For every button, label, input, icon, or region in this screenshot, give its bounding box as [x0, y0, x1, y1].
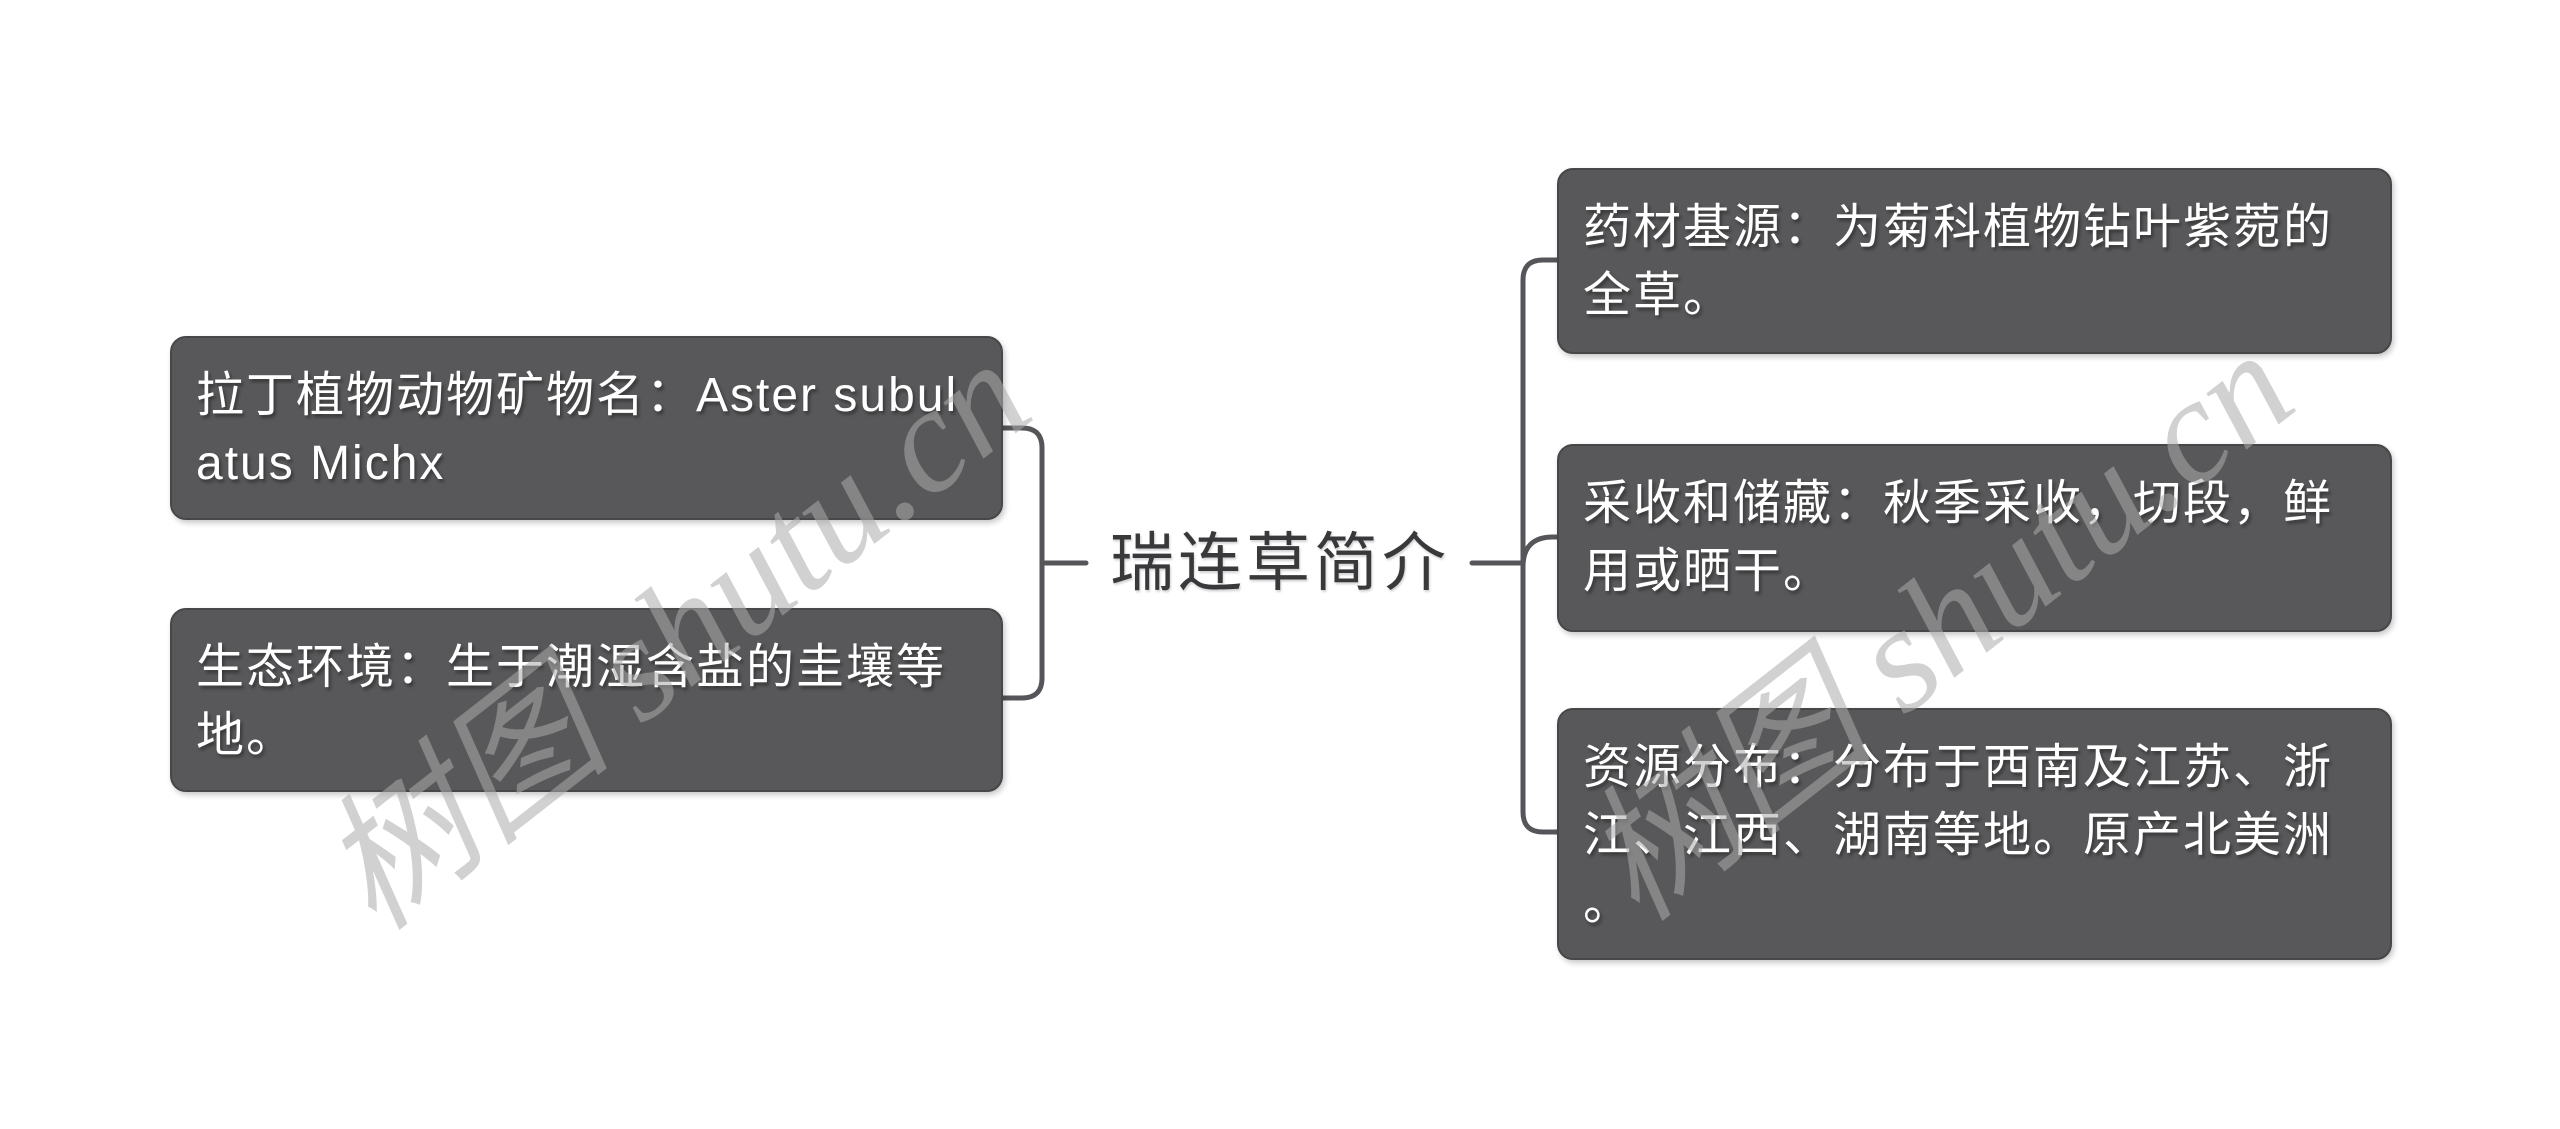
node-latin-name-label: 拉丁植物动物矿物名：Aster subulatus Michx: [196, 369, 959, 490]
node-material-source[interactable]: 药材基源：为菊科植物钻叶紫菀的全草。: [1557, 168, 2392, 354]
node-latin-name[interactable]: 拉丁植物动物矿物名：Aster subulatus Michx: [170, 336, 1003, 520]
node-distribution[interactable]: 资源分布：分布于西南及江苏、浙江、江西、湖南等地。原产北美洲。: [1557, 708, 2392, 960]
node-harvest-storage[interactable]: 采收和储藏：秋季采收，切段，鲜用或晒干。: [1557, 444, 2392, 632]
node-material-source-label: 药材基源：为菊科植物钻叶紫菀的全草。: [1583, 201, 2334, 322]
node-harvest-storage-label: 采收和储藏：秋季采收，切段，鲜用或晒干。: [1583, 477, 2334, 598]
left-bracket-connector: [1000, 425, 1045, 701]
right-bracket-connector: [1520, 257, 1562, 835]
node-ecology-label: 生态环境：生于潮湿含盐的圭壤等地。: [196, 641, 947, 762]
node-ecology[interactable]: 生态环境：生于潮湿含盐的圭壤等地。: [170, 608, 1003, 792]
node-distribution-label: 资源分布：分布于西南及江苏、浙江、江西、湖南等地。原产北美洲。: [1583, 741, 2334, 930]
right-middle-branch: [1520, 534, 1562, 570]
root-topic[interactable]: 瑞连草简介: [1110, 527, 1450, 599]
